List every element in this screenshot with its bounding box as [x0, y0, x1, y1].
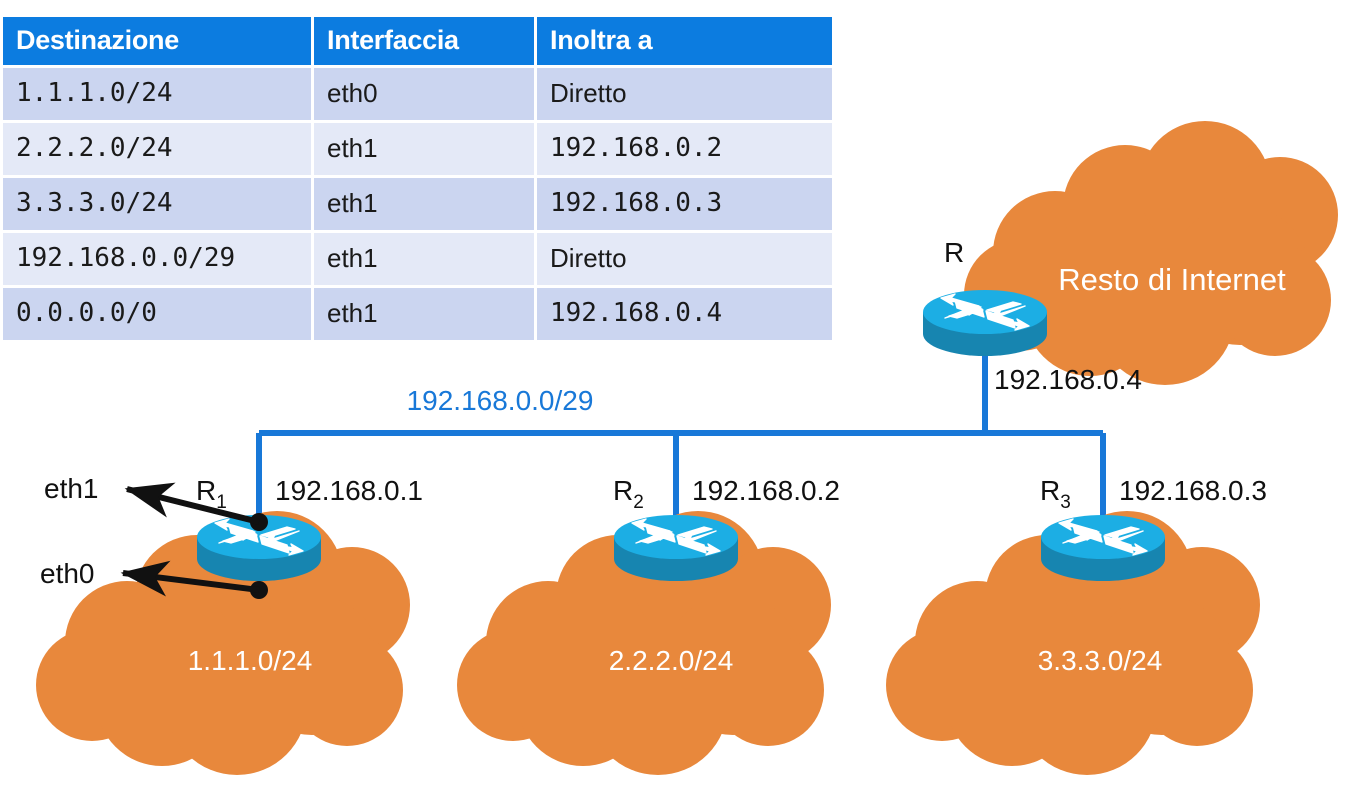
callout-anchor-dot [250, 513, 268, 531]
cell-interface: eth1 [314, 178, 534, 230]
column-header-destination: Destinazione [3, 17, 311, 65]
cell-forward-to: Diretto [537, 68, 832, 120]
router-icon[interactable] [196, 514, 322, 582]
router-r[interactable]: R [922, 237, 1048, 357]
router-label-r3: R3 [1040, 475, 1071, 513]
table-header-row: Destinazione Interfaccia Inoltra a [3, 17, 832, 65]
subnet-label: 192.168.0.0/29 [407, 385, 594, 416]
cloud-label-net3: 3.3.3.0/24 [1038, 645, 1163, 676]
cell-interface: eth1 [314, 233, 534, 285]
cloud-label-net1: 1.1.1.0/24 [188, 645, 313, 676]
cell-destination: 0.0.0.0/0 [3, 288, 311, 340]
cloud-net1: 1.1.1.0/24 [36, 511, 410, 775]
router-r2[interactable]: R2 [613, 475, 739, 582]
cloud-net3: 3.3.3.0/24 [886, 511, 1260, 775]
interface-callout-eth1: eth1 [44, 473, 268, 531]
cell-destination: 2.2.2.0/24 [3, 123, 311, 175]
table-row: 192.168.0.0/29 eth1 Diretto [3, 233, 832, 285]
routing-table: Destinazione Interfaccia Inoltra a 1.1.1… [0, 14, 835, 343]
cloud-shape-internet [964, 121, 1338, 385]
callout-arrow-eth0 [120, 560, 260, 597]
router-icon[interactable] [1040, 514, 1166, 582]
router-label-r1: R1 [196, 475, 227, 513]
table-row: 2.2.2.0/24 eth1 192.168.0.2 [3, 123, 832, 175]
column-header-interface: Interfaccia [314, 17, 534, 65]
cloud-label-internet: Resto di Internet [1058, 262, 1286, 297]
cloud-shape-net1 [36, 511, 410, 775]
interface-label-eth0: eth0 [40, 558, 95, 589]
cell-forward-to: 192.168.0.3 [537, 178, 832, 230]
callout-anchor-dot [250, 581, 268, 599]
table-row: 0.0.0.0/0 eth1 192.168.0.4 [3, 288, 832, 340]
cell-interface: eth1 [314, 123, 534, 175]
cloud-label-net2: 2.2.2.0/24 [609, 645, 734, 676]
cloud-shape-net3 [886, 511, 1260, 775]
cell-destination: 3.3.3.0/24 [3, 178, 311, 230]
callout-arrow-eth1 [124, 482, 260, 525]
cell-forward-to: Diretto [537, 233, 832, 285]
router-r3[interactable]: R3 [1040, 475, 1166, 582]
interface-label-eth1: eth1 [44, 473, 99, 504]
cloud-internet: Resto di Internet [964, 121, 1338, 385]
ip-label-r3: 192.168.0.3 [1119, 475, 1267, 506]
cloud-shape-net2 [457, 511, 831, 775]
cloud-net2: 2.2.2.0/24 [457, 511, 831, 775]
router-icon[interactable] [922, 289, 1048, 357]
cell-interface: eth0 [314, 68, 534, 120]
router-label-r2: R2 [613, 475, 644, 513]
cell-destination: 192.168.0.0/29 [3, 233, 311, 285]
column-header-forward-to: Inoltra a [537, 17, 832, 65]
table-row: 1.1.1.0/24 eth0 Diretto [3, 68, 832, 120]
ip-label-r2: 192.168.0.2 [692, 475, 840, 506]
cell-destination: 1.1.1.0/24 [3, 68, 311, 120]
interface-callout-eth0: eth0 [40, 558, 268, 599]
cell-forward-to: 192.168.0.4 [537, 288, 832, 340]
router-label-r: R [944, 237, 964, 268]
ip-label-r: 192.168.0.4 [994, 364, 1142, 395]
ip-label-r1: 192.168.0.1 [275, 475, 423, 506]
cell-forward-to: 192.168.0.2 [537, 123, 832, 175]
cell-interface: eth1 [314, 288, 534, 340]
router-icon[interactable] [613, 514, 739, 582]
table-row: 3.3.3.0/24 eth1 192.168.0.3 [3, 178, 832, 230]
